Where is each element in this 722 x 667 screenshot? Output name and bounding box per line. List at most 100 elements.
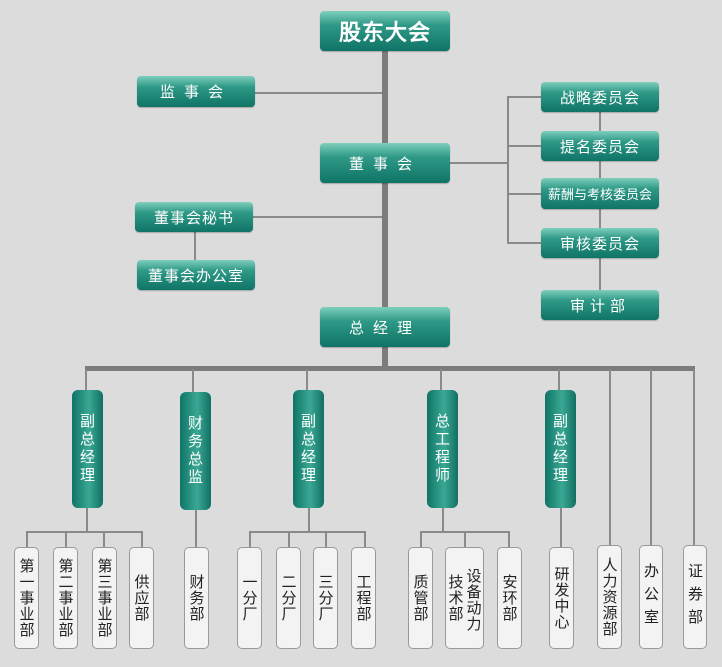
executive-box: 总工程师 [427, 390, 458, 508]
department-box: 第二事业部 [53, 547, 78, 649]
committee-audit-box: 审核委员会 [541, 228, 659, 258]
connector [306, 369, 308, 391]
label: 提名委员会 [559, 137, 640, 156]
connector [65, 531, 67, 547]
connector [288, 531, 290, 547]
manager-bar [85, 366, 695, 371]
department-box: 工程部 [351, 547, 376, 649]
connector [192, 369, 194, 393]
label: 安环部 [500, 574, 519, 622]
connector [507, 242, 541, 244]
connector [508, 531, 510, 547]
label: 薪酬与考核委员会 [547, 188, 652, 203]
label: 设备动力 [464, 568, 483, 632]
label: 供应部 [132, 574, 151, 622]
connector [86, 508, 88, 532]
connector [507, 193, 541, 195]
committee-strategy-box: 战略委员会 [541, 82, 659, 112]
board-of-directors-box: 董事会 [320, 143, 450, 183]
label: 二分厂 [279, 574, 298, 622]
connector [308, 508, 310, 532]
executive-box: 副总经理 [72, 390, 103, 508]
connector [609, 369, 611, 547]
label: 人力资源部 [600, 557, 619, 637]
main-trunk-line [382, 51, 388, 369]
connector [464, 531, 466, 547]
label: 财务部 [187, 574, 206, 622]
department-box: 一分厂 [237, 547, 262, 649]
label: 三分厂 [316, 574, 335, 622]
connector [249, 531, 251, 547]
connector [141, 531, 143, 547]
department-box: 第三事业部 [92, 547, 117, 649]
label: 审计部 [569, 296, 630, 315]
department-box: 办公室 [639, 545, 663, 649]
department-box: 安环部 [497, 547, 522, 649]
label: 股东大会 [338, 21, 431, 46]
label: 工程部 [354, 574, 373, 622]
department-box: 财务部 [184, 547, 209, 649]
connector [103, 531, 105, 547]
connector [364, 531, 366, 547]
label: 总经理 [348, 318, 421, 337]
board-secretary-box: 董事会秘书 [135, 202, 253, 232]
executive-box: 副总经理 [545, 390, 576, 508]
label: 第三事业部 [95, 558, 114, 638]
connector [195, 510, 197, 547]
connector [26, 531, 143, 533]
shareholders-meeting-box: 股东大会 [320, 11, 450, 51]
label: 第一事业部 [17, 558, 36, 638]
label: 第二事业部 [56, 558, 75, 638]
department-box: 供应部 [129, 547, 154, 649]
connector [255, 92, 382, 94]
general-manager-box: 总经理 [320, 307, 450, 347]
connector [26, 531, 28, 547]
label: 副总经理 [551, 413, 569, 485]
connector [507, 145, 541, 147]
department-box: 人力资源部 [597, 545, 622, 649]
connector [560, 508, 562, 547]
connector [507, 96, 509, 244]
connector [442, 508, 444, 532]
connector [420, 531, 422, 547]
connector [249, 531, 366, 533]
label: 技术部 [446, 574, 465, 622]
department-box: 质管部 [408, 547, 433, 649]
label: 办公室 [642, 562, 660, 632]
committee-nomination-box: 提名委员会 [541, 131, 659, 161]
label: 研发中心 [552, 566, 571, 630]
label: 总工程师 [433, 413, 451, 485]
label: 战略委员会 [559, 88, 640, 107]
connector [558, 369, 560, 391]
executive-box: 副总经理 [293, 390, 324, 508]
connector [85, 369, 87, 391]
connector [693, 369, 695, 547]
department-box: 二分厂 [276, 547, 301, 649]
connector [507, 96, 541, 98]
connector [325, 531, 327, 547]
label: 董事会秘书 [153, 208, 234, 227]
board-office-box: 董事会办公室 [137, 260, 255, 290]
connector [440, 369, 442, 391]
label: 董事会办公室 [147, 266, 244, 285]
executive-box: 财务总监 [180, 392, 211, 510]
audit-department-box: 审计部 [541, 290, 659, 320]
department-box: 三分厂 [313, 547, 338, 649]
department-box: 证券部 [683, 545, 707, 649]
connector [194, 232, 196, 260]
department-box: 研发中心 [549, 547, 574, 649]
connector [450, 162, 508, 164]
label: 财务总监 [186, 415, 204, 487]
supervisory-board-box: 监事会 [137, 76, 255, 107]
connector [253, 216, 382, 218]
label: 一分厂 [240, 574, 259, 622]
label: 副总经理 [299, 413, 317, 485]
department-box: 第一事业部 [14, 547, 39, 649]
label: 审核委员会 [559, 234, 640, 253]
label: 证券部 [686, 562, 704, 632]
connector [650, 369, 652, 547]
committee-compensation-box: 薪酬与考核委员会 [541, 178, 659, 209]
label: 监事会 [159, 83, 232, 101]
label: 质管部 [411, 574, 430, 622]
department-box-equipment-power-tech: 设备动力 技术部 [445, 547, 484, 649]
